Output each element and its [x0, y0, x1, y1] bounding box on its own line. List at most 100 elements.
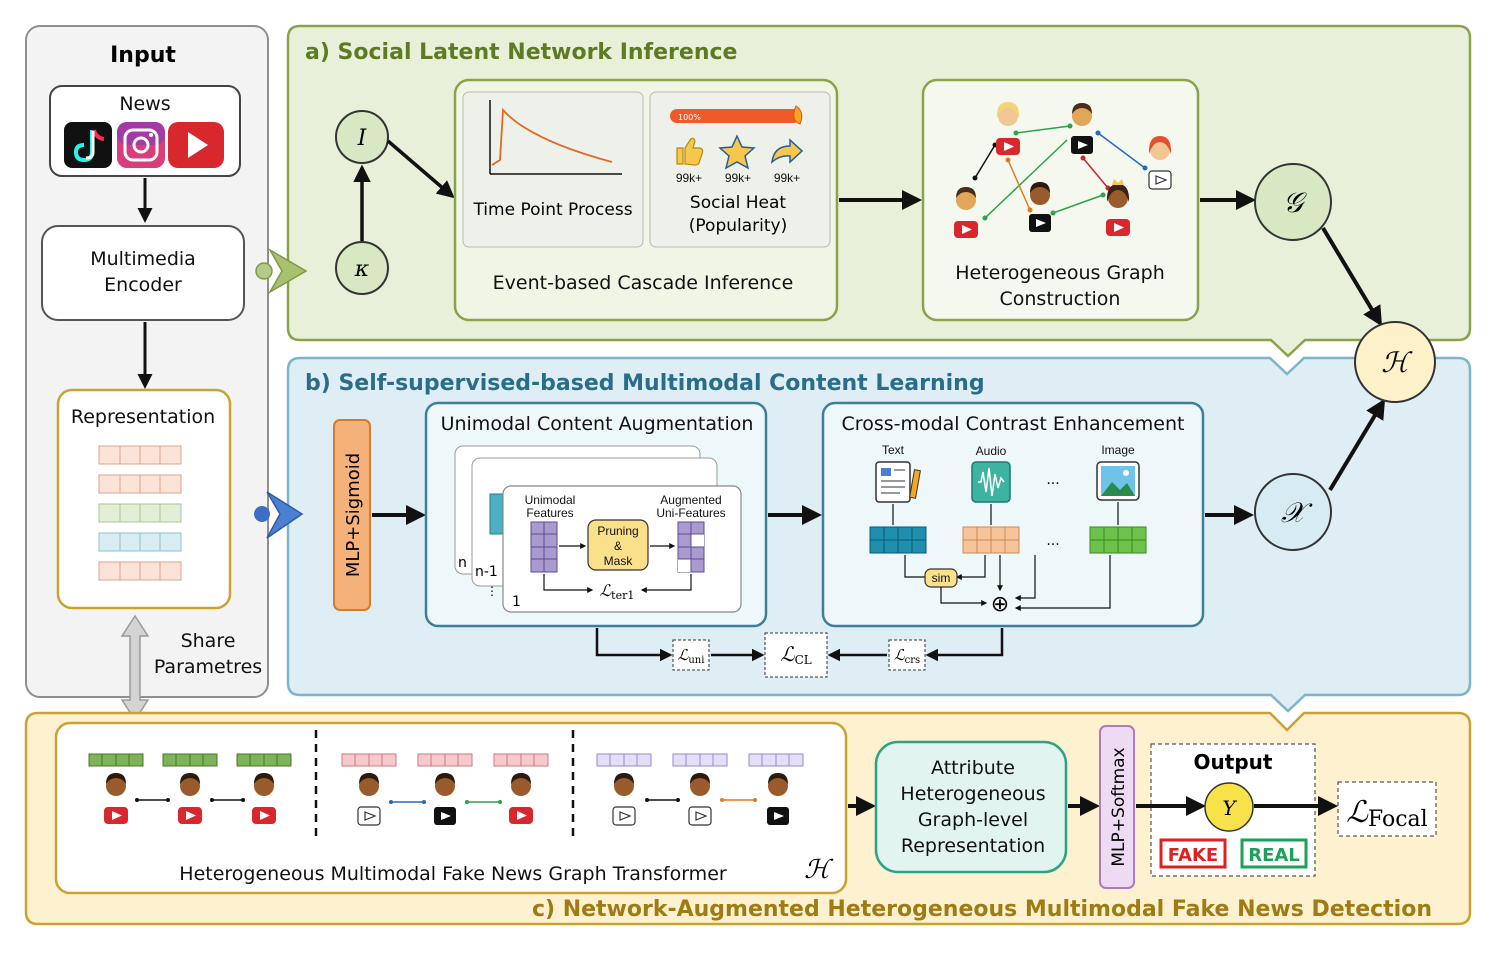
share-label-2: Parametres — [154, 656, 262, 678]
star-icon — [718, 134, 756, 170]
mod-text-label: Text — [882, 443, 905, 457]
count-stars: 99k+ — [725, 171, 751, 185]
node-i — [335, 110, 389, 164]
tiktok-icon — [64, 122, 112, 168]
mod-audio-label: Audio — [976, 444, 1007, 458]
like-icon — [676, 137, 704, 166]
mod-image-label: Image — [1101, 443, 1135, 457]
node-kappa-label: κ — [354, 257, 370, 282]
cards-ellipsis: ⋮ — [486, 584, 498, 598]
section-c: c) Network-Augmented Heterogeneous Multi… — [24, 711, 1472, 926]
heat-label-1: Social Heat — [690, 193, 786, 213]
cce-title: Cross-modal Contrast Enhancement — [842, 413, 1185, 435]
count-shares: 99k+ — [774, 171, 800, 185]
cascade-label: Event-based Cascade Inference — [493, 272, 794, 294]
count-likes: 99k+ — [676, 171, 702, 185]
encoder-label-2: Encoder — [104, 274, 182, 296]
node-h — [1354, 321, 1436, 403]
image-feature-vector — [1089, 526, 1147, 554]
l-uni-box — [672, 639, 710, 671]
document-icon — [875, 461, 921, 503]
mlp-softmax-label: MLP+Softmax — [1109, 747, 1129, 866]
svg-text:Unimodal: Unimodal — [525, 493, 576, 507]
node-x — [1254, 473, 1332, 551]
section-c-title: c) Network-Augmented Heterogeneous Multi… — [532, 897, 1432, 922]
heat-percent: 100% — [678, 113, 701, 122]
l-crs-box — [888, 639, 926, 671]
heat-label-2: (Popularity) — [689, 216, 787, 236]
pruning-box — [587, 519, 649, 571]
output-title: Output — [1194, 750, 1273, 774]
mlp-sigmoid-box — [333, 419, 371, 611]
image-icon — [1096, 461, 1140, 501]
mod-ellipsis-bottom: ... — [1046, 533, 1059, 549]
svg-text:Features: Features — [526, 506, 573, 520]
section-b: b) Self-supervised-based Multimodal Cont… — [254, 356, 1472, 713]
encoder-label-1: Multimedia — [90, 248, 196, 270]
news-label: News — [119, 93, 170, 115]
graph-group-1 — [88, 753, 292, 824]
oplus-symbol: ⊕ — [991, 592, 1009, 617]
encoder-box — [41, 225, 245, 321]
graph-users — [954, 102, 1172, 238]
transformer-label: Heterogeneous Multimodal Fake News Graph… — [179, 863, 727, 885]
card-n-label: n — [458, 555, 467, 571]
graph-construction-box — [921, 78, 1200, 322]
sim-label: sim — [932, 571, 951, 585]
audio-feature-vector — [962, 526, 1020, 554]
svg-text:&: & — [614, 539, 622, 553]
node-kappa — [335, 241, 389, 295]
text-feature-vector — [869, 526, 927, 554]
attribute-label-2: Heterogeneous — [900, 783, 1045, 805]
mlp-sigmoid-label: MLP+Sigmoid — [343, 453, 364, 577]
card-n1-label: n-1 — [475, 564, 498, 580]
fake-badge — [1159, 838, 1227, 869]
share-label-1: Share — [181, 630, 236, 652]
section-a-title: a) Social Latent Network Inference — [305, 40, 737, 65]
attribute-label-1: Attribute — [931, 757, 1015, 779]
heat-box — [649, 91, 831, 248]
cce-box — [821, 401, 1205, 628]
representation-vectors — [98, 445, 182, 581]
input-panel: Input News Multimedia Encoder Representa… — [25, 25, 269, 722]
augmented-feature-grid — [677, 521, 705, 573]
section-b-title: b) Self-supervised-based Multimodal Cont… — [305, 371, 985, 396]
graph-construction-label-2: Construction — [1000, 288, 1121, 310]
card-1-label: 1 — [512, 594, 521, 610]
l-cl-box — [764, 632, 828, 678]
focal-box — [1337, 781, 1437, 837]
graph-edges — [972, 123, 1148, 221]
graph-group-3 — [596, 753, 804, 826]
attribute-box — [874, 740, 1068, 874]
svg-text:Uni-Features: Uni-Features — [656, 506, 725, 520]
tpp-curve — [489, 100, 622, 175]
transformer-h-label: ℋ — [804, 855, 834, 885]
node-y-label: Y — [1222, 796, 1237, 820]
real-label: REAL — [1248, 845, 1300, 866]
card-1: Unimodal Features Augmented Uni-Features… — [502, 485, 742, 613]
heat-bar: 100% — [670, 105, 803, 125]
audio-icon — [971, 461, 1011, 503]
instagram-icon — [117, 122, 165, 168]
section-a: a) Social Latent Network Inference I κ T… — [255, 24, 1472, 358]
mod-ellipsis-top: ... — [1046, 472, 1059, 488]
attribute-label-3: Graph-level — [918, 809, 1028, 831]
unimodal-feature-grid — [530, 521, 558, 573]
svg-text:Pruning: Pruning — [597, 524, 638, 538]
mlp-softmax-box — [1099, 725, 1135, 889]
node-h-label: ℋ — [1381, 346, 1413, 379]
graph-group-2 — [341, 753, 549, 826]
representation-box — [56, 388, 232, 610]
youtube-icon — [168, 122, 224, 168]
attribute-label-4: Representation — [901, 835, 1045, 857]
node-g — [1254, 163, 1332, 241]
node-i-label: I — [357, 126, 368, 151]
graph-construction-label-1: Heterogeneous Graph — [955, 262, 1165, 284]
uca-title: Unimodal Content Augmentation — [441, 413, 754, 435]
representation-label: Representation — [71, 406, 215, 428]
svg-text:Augmented: Augmented — [660, 493, 721, 507]
tpp-label: Time Point Process — [472, 200, 632, 220]
real-badge — [1240, 838, 1308, 869]
share-icon — [771, 138, 804, 164]
